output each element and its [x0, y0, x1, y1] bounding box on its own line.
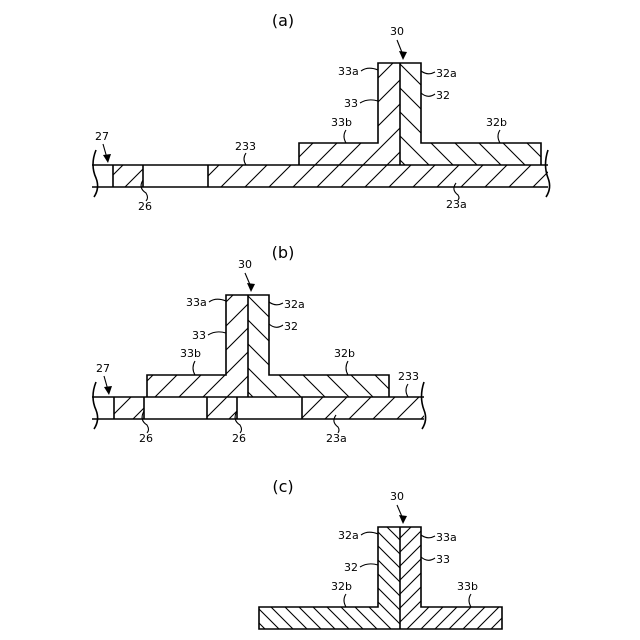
label-32a: 32a [284, 298, 305, 311]
leader-33b [193, 361, 195, 375]
arrow-27 [103, 154, 111, 163]
leader-33b [469, 594, 471, 607]
label-23a: 23a [326, 432, 347, 445]
label-27: 27 [95, 130, 109, 143]
substrate-hatch-1 [114, 397, 144, 419]
leader-32a [269, 302, 283, 305]
label-30: 30 [390, 490, 404, 503]
label-32b: 32b [486, 116, 507, 129]
leader-32 [269, 324, 283, 327]
connector-30 [259, 527, 502, 629]
label-32b: 32b [334, 347, 355, 360]
leader-32b [498, 130, 500, 143]
arrow-30 [399, 51, 407, 60]
label-233: 233 [235, 140, 256, 153]
label-33a: 33a [186, 296, 207, 309]
label-23a: 23a [446, 198, 467, 211]
connector-30 [299, 63, 541, 165]
substrate-hatch-2 [207, 397, 237, 419]
substrate-hatch-right [208, 165, 548, 187]
leader-33a [209, 299, 226, 302]
label-33a: 33a [436, 531, 457, 544]
break-line-left [93, 150, 98, 197]
member-33-hatch [147, 295, 248, 397]
label-26-second: 26 [232, 432, 246, 445]
label-32a: 32a [338, 529, 359, 542]
arrow-30 [247, 283, 255, 292]
leader-32a [421, 71, 435, 74]
label-32: 32 [436, 89, 450, 102]
label-33b: 33b [331, 116, 352, 129]
leader-26 [141, 180, 147, 201]
connector-30 [147, 295, 389, 397]
break-line-left [93, 382, 98, 429]
leader-233 [244, 153, 246, 165]
label-27: 27 [96, 362, 110, 375]
leader-33a [421, 535, 435, 538]
label-30: 30 [238, 258, 252, 271]
label-33a: 33a [338, 65, 359, 78]
leader-32b [346, 361, 348, 375]
arrow-30 [399, 515, 407, 524]
label-32b: 32b [331, 580, 352, 593]
label-33b: 33b [457, 580, 478, 593]
label-26-first: 26 [139, 432, 153, 445]
label-32: 32 [284, 320, 298, 333]
arrow-27 [104, 386, 112, 395]
label-32: 32 [344, 561, 358, 574]
label-33b: 33b [180, 347, 201, 360]
label-30: 30 [390, 25, 404, 38]
label-26: 26 [138, 200, 152, 213]
leader-33 [360, 100, 378, 103]
member-33-hatch [299, 63, 400, 165]
label-33: 33 [436, 553, 450, 566]
panel-b: (b) 30 33a 32a 33 32 33b [92, 243, 426, 445]
panel-c-caption: (c) [272, 477, 293, 496]
panel-b-caption: (b) [272, 243, 295, 262]
leader-33b [344, 130, 346, 143]
label-33: 33 [192, 329, 206, 342]
panel-a: (a) 30 33a 32a 33 32 33b 32b [92, 11, 550, 213]
label-33: 33 [344, 97, 358, 110]
leader-33 [208, 332, 226, 335]
leader-32a [361, 532, 378, 535]
member-32-hatch [259, 527, 400, 629]
leader-33a [361, 68, 378, 71]
leader-32 [421, 93, 435, 96]
leader-33 [421, 557, 435, 560]
leader-26-second [235, 411, 241, 433]
panel-a-caption: (a) [272, 11, 294, 30]
panel-c: (c) 30 32a 33a 32 33 32b 33b [259, 477, 502, 629]
leader-32b [344, 594, 346, 607]
substrate-hatch-left [113, 165, 143, 187]
label-233: 233 [398, 370, 419, 383]
label-32a: 32a [436, 67, 457, 80]
leader-26-first [142, 411, 148, 433]
leader-32 [360, 564, 378, 567]
substrate-hatch-3 [302, 397, 424, 419]
leader-233 [406, 384, 408, 397]
